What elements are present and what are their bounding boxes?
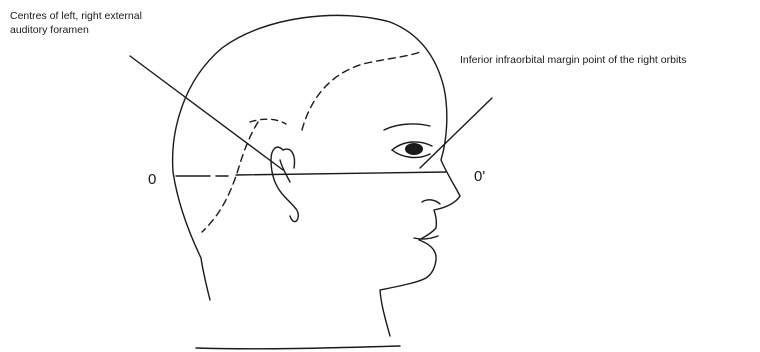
ear-foramen-label: Centres of left, right external auditory… bbox=[10, 9, 142, 37]
ear-label-line1: Centres of left, right external bbox=[10, 9, 142, 23]
reference-point-o-left: 0 bbox=[148, 171, 156, 188]
cranium-dashed-outline bbox=[302, 52, 420, 130]
reference-line-solid bbox=[176, 172, 446, 176]
reference-point-o-right: 0' bbox=[474, 168, 485, 185]
orbit-leader-line bbox=[420, 98, 492, 168]
ear-inner bbox=[280, 160, 290, 182]
eye-pupil bbox=[405, 143, 423, 155]
ear-top bbox=[283, 149, 295, 168]
ear-label-line2: auditory foramen bbox=[10, 23, 142, 37]
nostril bbox=[422, 200, 440, 204]
skull-back-dashed-outline bbox=[202, 122, 258, 232]
neck-bottom-line bbox=[196, 346, 400, 349]
ear-leader-line bbox=[130, 56, 283, 170]
jaw-dashed-line bbox=[250, 119, 286, 124]
eyebrow bbox=[384, 124, 430, 130]
orbit-margin-label: Inferior infraorbital margin point of th… bbox=[460, 53, 686, 67]
